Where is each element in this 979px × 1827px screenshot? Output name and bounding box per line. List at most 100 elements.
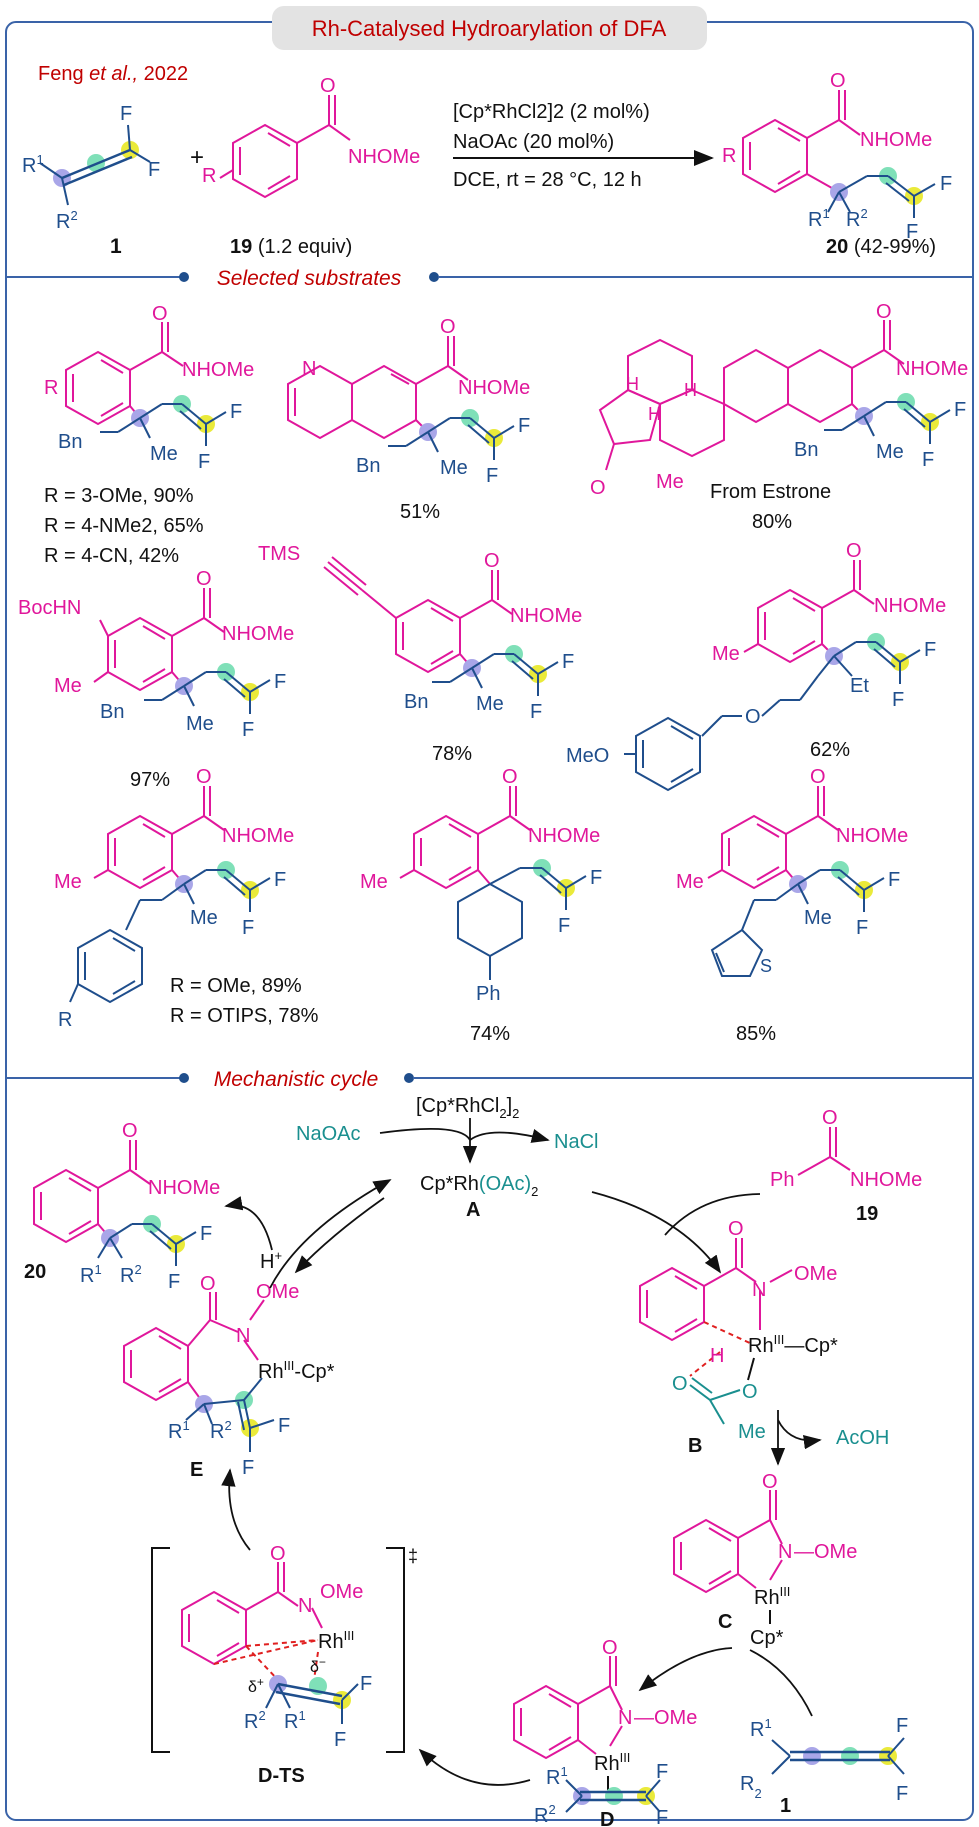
svg-text:F: F <box>200 1223 212 1245</box>
svg-text:R2: R2 <box>56 208 78 233</box>
svg-text:OMe: OMe <box>256 1281 299 1303</box>
svg-text:R = OMe, 89%: R = OMe, 89% <box>170 975 302 997</box>
svg-text:N: N <box>618 1707 632 1729</box>
substrate-9: O NHOMe Me Me F F S 85% <box>676 766 908 1045</box>
svg-text:Bn: Bn <box>404 691 428 713</box>
precatalyst: [Cp*RhCl2]2 <box>416 1095 519 1121</box>
mech-1: R1 R2 F F 1 <box>740 1715 908 1817</box>
svg-text:N: N <box>298 1595 312 1617</box>
svg-text:O: O <box>502 766 518 788</box>
svg-text:B: B <box>688 1435 702 1457</box>
svg-text:R2: R2 <box>244 1708 266 1733</box>
svg-text:20 (42-99%): 20 (42-99%) <box>826 236 936 258</box>
svg-text:NHOMe: NHOMe <box>148 1177 220 1199</box>
substrate-8: O NHOMe Me F F Ph 74% <box>360 766 602 1045</box>
svg-text:R2: R2 <box>210 1418 232 1443</box>
svg-text:F: F <box>896 1783 908 1805</box>
svg-text:F: F <box>230 401 242 423</box>
svg-text:Me: Me <box>656 471 684 493</box>
svg-text:NHOMe: NHOMe <box>896 358 968 380</box>
scheme-title: Rh-Catalysed Hydroarylation of DFA <box>312 16 667 41</box>
sm2-caption: 19 (1.2 equiv) <box>230 236 352 258</box>
svg-text:R1: R1 <box>80 1262 102 1287</box>
plus-sign: + <box>190 144 204 171</box>
svg-text:NHOMe: NHOMe <box>836 825 908 847</box>
title-box <box>272 6 707 50</box>
svg-text:Me: Me <box>54 871 82 893</box>
svg-text:RhIII-Cp*: RhIII-Cp* <box>258 1358 335 1383</box>
svg-text:F: F <box>148 159 160 181</box>
section-mechanism-label: Mechanistic cycle <box>214 1068 379 1091</box>
svg-text:RhIII: RhIII <box>754 1584 790 1609</box>
svg-text:O: O <box>200 1273 216 1295</box>
h-plus: H+ <box>260 1248 282 1273</box>
svg-text:TMS: TMS <box>258 543 300 565</box>
svg-text:N: N <box>302 358 316 380</box>
substrate-7: O NHOMe Me Me F F R R = OMe, 89% R = OTI… <box>54 766 319 1031</box>
label-A: A <box>466 1199 480 1221</box>
svg-text:Me: Me <box>476 693 504 715</box>
svg-text:O: O <box>846 540 862 562</box>
svg-text:O: O <box>762 1471 778 1493</box>
svg-text:R = 3-OMe, 90%: R = 3-OMe, 90% <box>44 485 194 507</box>
svg-text:78%: 78% <box>432 743 472 765</box>
reagent-1: [Cp*RhCl2]2 (2 mol%) <box>453 101 650 123</box>
svg-text:Me: Me <box>440 457 468 479</box>
svg-text:62%: 62% <box>810 739 850 761</box>
svg-text:NHOMe: NHOMe <box>222 623 294 645</box>
benzamide-19 <box>219 95 351 199</box>
svg-text:F: F <box>922 449 934 471</box>
svg-text:F: F <box>558 915 570 937</box>
svg-text:O: O <box>122 1120 138 1142</box>
svg-text:MeO: MeO <box>566 745 609 767</box>
svg-text:R2: R2 <box>534 1802 556 1827</box>
svg-text:R2: R2 <box>740 1773 762 1801</box>
svg-text:N: N <box>778 1541 792 1563</box>
svg-text:Me: Me <box>876 441 904 463</box>
product-20: O NHOMe R F F R1 R2 20 (42-99%) <box>722 70 952 258</box>
svg-text:Ph: Ph <box>476 983 500 1005</box>
svg-text:F: F <box>278 1415 290 1437</box>
svg-text:NHOMe: NHOMe <box>222 825 294 847</box>
svg-text:O: O <box>484 550 500 572</box>
svg-text:20: 20 <box>24 1261 46 1283</box>
svg-text:F: F <box>954 399 966 421</box>
reagent-2: NaOAc (20 mol%) <box>453 131 614 153</box>
svg-text:R: R <box>58 1009 72 1031</box>
svg-text:‡: ‡ <box>408 1546 418 1566</box>
substrate-1: O NHOMe R Bn Me F F R = 3-OMe, 90% R = 4… <box>44 303 254 567</box>
svg-text:δ−: δ− <box>310 1655 326 1676</box>
svg-text:Et: Et <box>850 675 869 697</box>
svg-text:O: O <box>440 316 456 338</box>
svg-text:N: N <box>752 1279 766 1301</box>
svg-text:D-TS: D-TS <box>258 1765 305 1787</box>
svg-text:O: O <box>196 766 212 788</box>
svg-text:OMe: OMe <box>794 1263 837 1285</box>
svg-text:80%: 80% <box>752 511 792 533</box>
svg-text:R: R <box>722 145 736 167</box>
svg-text:F: F <box>906 221 918 243</box>
svg-text:NHOMe: NHOMe <box>458 377 530 399</box>
svg-text:R: R <box>44 377 58 399</box>
svg-text:F: F <box>856 917 868 939</box>
svg-text:From Estrone: From Estrone <box>710 481 831 503</box>
intermediate-C: O N —OMe RhIII Cp* C <box>673 1471 857 1649</box>
svg-text:O: O <box>822 1107 838 1129</box>
svg-text:E: E <box>190 1459 203 1481</box>
svg-text:OMe: OMe <box>320 1581 363 1603</box>
svg-text:F: F <box>530 701 542 723</box>
acoh: AcOH <box>836 1427 889 1449</box>
svg-text:O: O <box>602 1637 618 1659</box>
svg-text:Me: Me <box>150 443 178 465</box>
transition-state-DTS: ‡ O N OMe RhIII <box>151 1543 418 1787</box>
svg-text:51%: 51% <box>400 501 440 523</box>
naoac: NaOAc <box>296 1123 360 1145</box>
svg-text:—OMe: —OMe <box>794 1541 857 1563</box>
svg-text:Bn: Bn <box>58 431 82 453</box>
svg-text:RhIII: RhIII <box>594 1750 630 1775</box>
svg-text:Me: Me <box>738 1421 766 1443</box>
svg-text:R1: R1 <box>284 1708 306 1733</box>
svg-text:R1: R1 <box>808 206 830 231</box>
svg-text:H: H <box>648 404 661 424</box>
intermediate-D: O N —OMe RhIII R1 R2 F F D <box>513 1637 697 1827</box>
